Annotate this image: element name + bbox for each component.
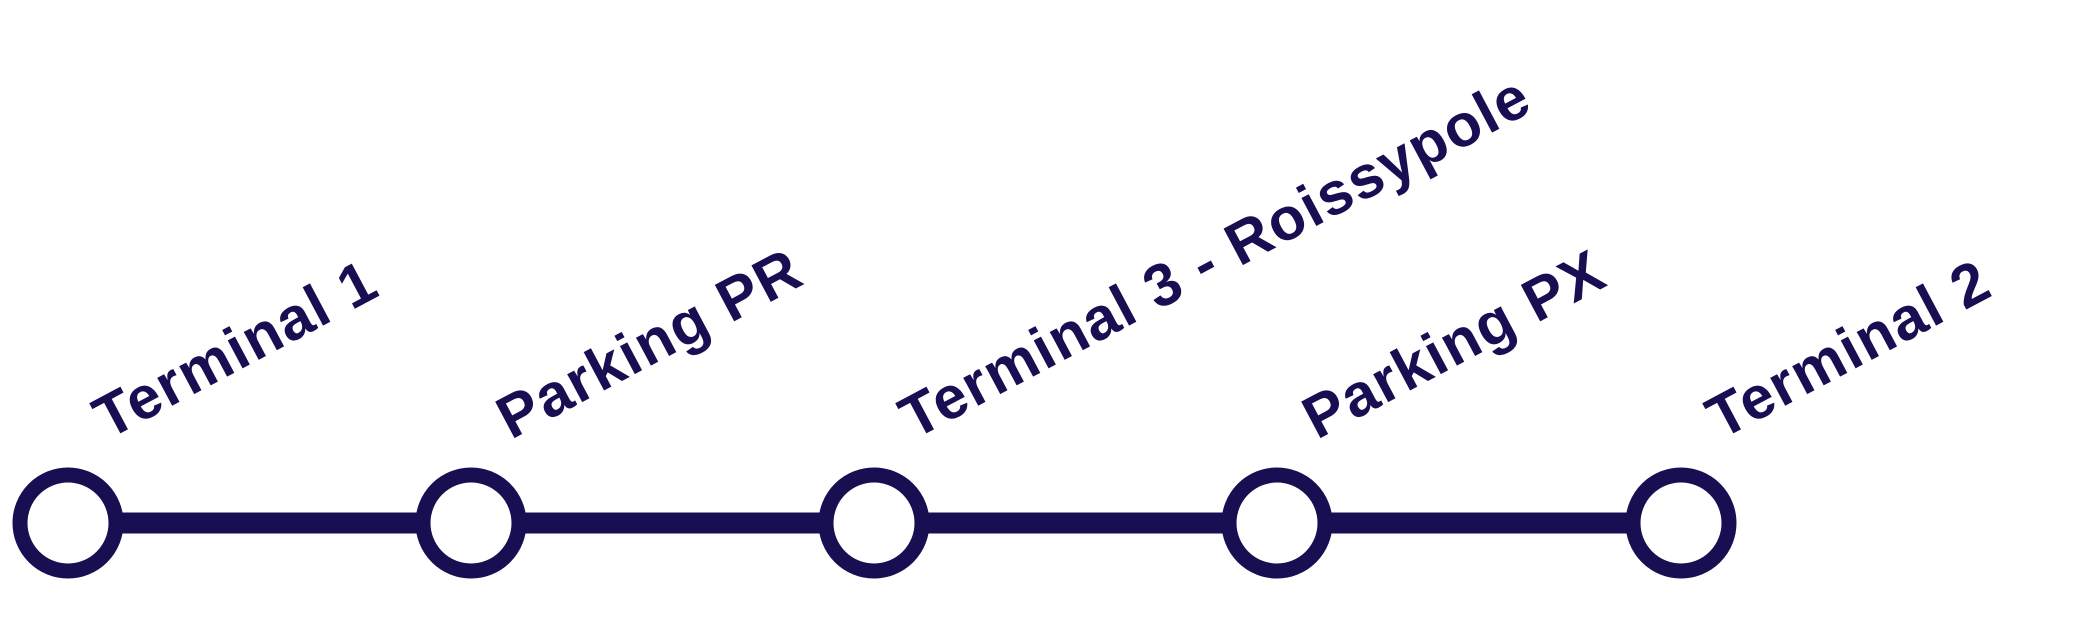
station-marker (1221, 467, 1333, 579)
station-label: Terminal 1 (83, 246, 389, 451)
station-label: Terminal 3 - Roissypole (889, 62, 1542, 451)
station-marker (818, 467, 930, 579)
station-label: Parking PX (1292, 237, 1616, 452)
station-label: Terminal 2 (1696, 246, 2002, 451)
station-label: Parking PR (486, 235, 813, 451)
station-marker (1625, 467, 1737, 579)
station-marker (415, 467, 527, 579)
station-marker (12, 467, 124, 579)
station: Terminal 2 (1625, 246, 2002, 579)
